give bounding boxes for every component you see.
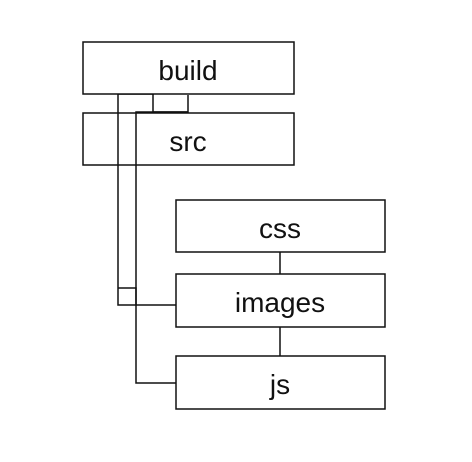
node-build[interactable]: build xyxy=(82,41,295,95)
node-src[interactable]: src xyxy=(82,112,295,166)
node-css-label: css xyxy=(259,213,301,244)
node-src-label: src xyxy=(169,126,206,157)
connector-images-loop xyxy=(118,287,137,305)
node-js-label: js xyxy=(269,369,290,400)
node-build-label: build xyxy=(158,55,217,86)
connector-build-js xyxy=(135,95,189,384)
node-js[interactable]: js xyxy=(175,355,386,410)
node-images[interactable]: images xyxy=(175,273,386,328)
node-css[interactable]: css xyxy=(175,199,386,253)
node-images-label: images xyxy=(235,287,325,318)
connector-build-src-short xyxy=(152,94,188,113)
